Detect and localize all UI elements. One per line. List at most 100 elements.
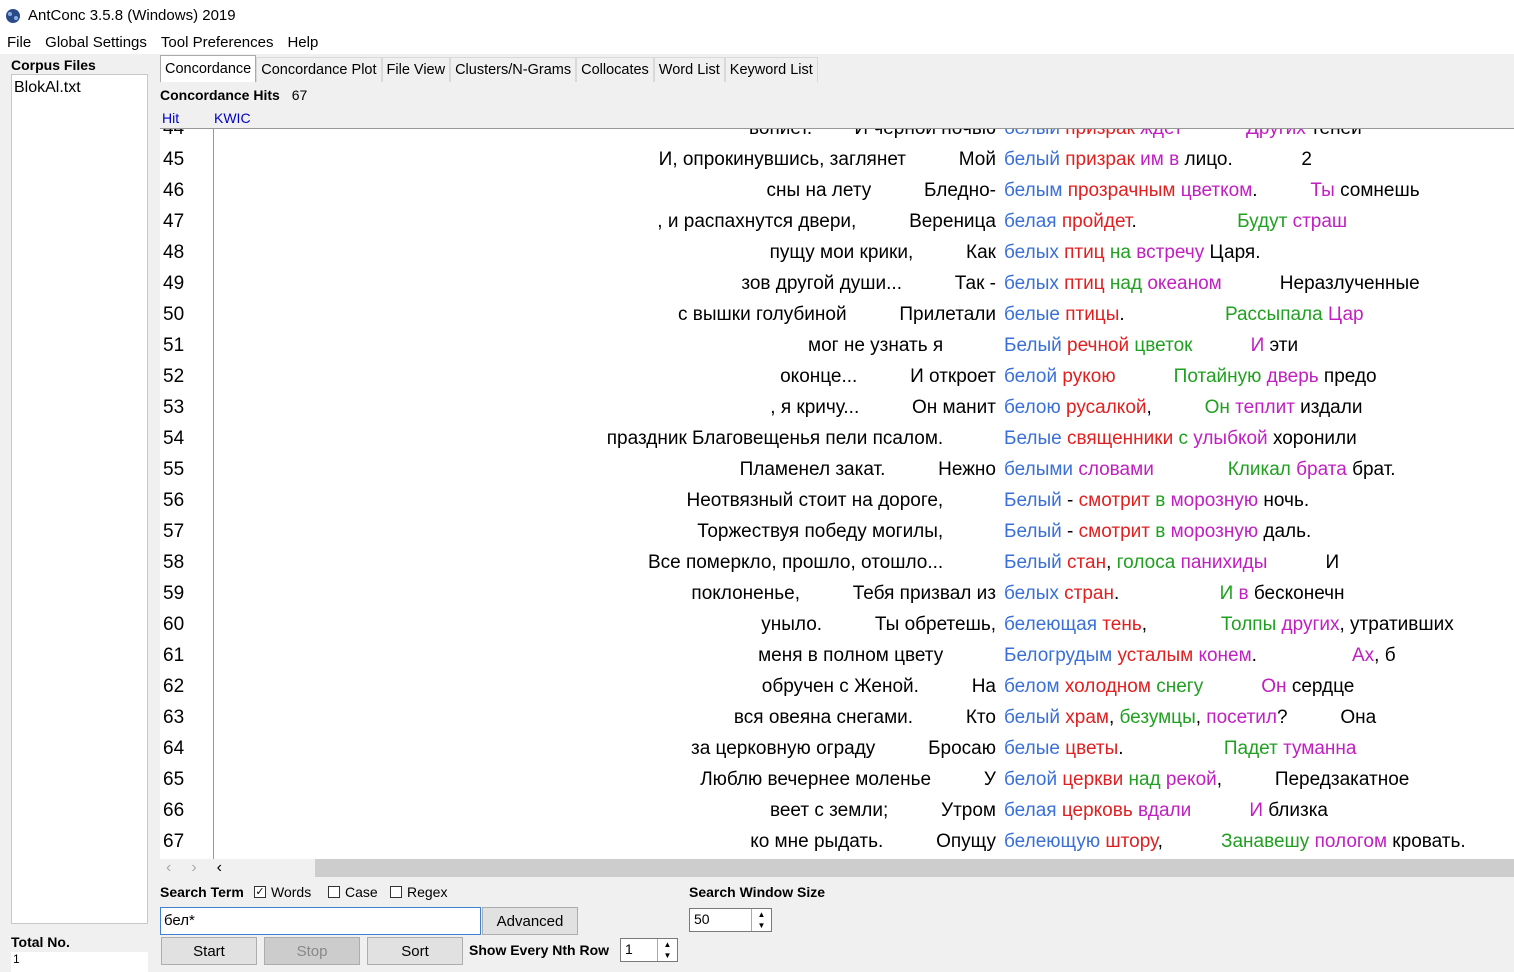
kwic-token: Кликал (1227, 459, 1291, 480)
nth-spinner-arrows[interactable]: ▲ ▼ (657, 939, 677, 961)
kwic-token: теней (1305, 128, 1362, 139)
left-context: с вышки голубиной Прилетали (677, 304, 996, 325)
tab-concordance-plot[interactable]: Concordance Plot (256, 57, 382, 82)
tab-word-list[interactable]: Word List (653, 57, 725, 82)
left-context: оконце... И откроет (780, 366, 996, 387)
case-checkbox-box[interactable] (328, 886, 340, 898)
scrollbar-thumb[interactable] (315, 859, 1514, 877)
menu-file[interactable]: File (7, 33, 32, 51)
kwic-token: эти (1264, 335, 1299, 356)
kwic-token: И (1267, 552, 1340, 573)
kwic-token: . (1131, 211, 1238, 232)
regex-checkbox[interactable]: Regex (390, 884, 447, 900)
kwic-token: пологом (1314, 831, 1388, 852)
kwic-token: Ты (1310, 180, 1335, 201)
advanced-button[interactable]: Advanced (482, 907, 578, 935)
corpus-file-item[interactable]: BlokAl.txt (14, 79, 81, 96)
kwic-token: белых (1004, 242, 1059, 263)
case-checkbox[interactable]: Case (328, 884, 378, 900)
column-header-kwic[interactable]: KWIC (214, 110, 251, 126)
tab-concordance[interactable]: Concordance (160, 55, 257, 82)
column-header-hit[interactable]: Hit (162, 110, 180, 126)
words-checkbox[interactable]: ✓ Words (254, 884, 311, 900)
nth-spin-down-icon[interactable]: ▼ (663, 951, 672, 960)
hit-number: 65 (163, 769, 185, 790)
kwic-token: штору (1105, 831, 1158, 852)
corpus-files-list[interactable]: BlokAl.txt (11, 74, 148, 924)
words-checkbox-box[interactable]: ✓ (254, 886, 266, 898)
kwic-token: над (1128, 769, 1161, 790)
kwic-token: Занавешу (1221, 831, 1310, 852)
search-window-size-spinner[interactable]: 50 ▲ ▼ (689, 908, 772, 932)
tab-collocates[interactable]: Collocates (576, 57, 654, 82)
kwic-token: вдали (1138, 800, 1192, 821)
left-context: за церковную ограду Бросаю (691, 738, 996, 759)
kwic-token: в (1169, 149, 1180, 170)
spinner-arrows[interactable]: ▲ ▼ (751, 909, 771, 931)
words-checkbox-label: Words (271, 884, 312, 900)
scroll-back-icon[interactable]: ‹ (216, 859, 222, 876)
left-context: зов другой души... Так - (741, 273, 996, 294)
spin-up-icon[interactable]: ▲ (757, 910, 766, 919)
title-bar: AntConc 3.5.8 (Windows) 2019 (0, 0, 1514, 30)
scroll-left-icon[interactable]: ‹ (166, 859, 172, 876)
left-context: пущу мои крики, Как (769, 242, 996, 263)
kwic-token: с (1178, 428, 1188, 449)
hit-number-column (160, 129, 214, 859)
kwic-token: , (1157, 831, 1221, 852)
tab-file-view[interactable]: File View (381, 57, 451, 82)
menu-global-settings[interactable]: Global Settings (45, 33, 147, 51)
kwic-token: белые (1004, 304, 1060, 325)
kwic-token: белеющую (1004, 831, 1101, 852)
hit-number: 61 (163, 645, 185, 666)
tab-clusters-ngrams[interactable]: Clusters/N-Grams (450, 57, 577, 82)
regex-checkbox-box[interactable] (390, 886, 402, 898)
spin-down-icon[interactable]: ▼ (757, 921, 766, 930)
menu-help[interactable]: Help (287, 33, 319, 51)
start-button[interactable]: Start (161, 937, 257, 965)
kwic-token: Белогрудым (1004, 645, 1113, 666)
kwic-token: птицы (1065, 304, 1120, 325)
stop-button[interactable]: Stop (264, 937, 360, 965)
search-window-size-label: Search Window Size (689, 884, 826, 900)
hit-number: 66 (163, 800, 185, 821)
horizontal-scrollbar[interactable]: ‹ › ‹ (160, 859, 1514, 877)
tab-keyword-list[interactable]: Keyword List (724, 57, 818, 82)
search-term-input[interactable]: бел* (160, 907, 481, 935)
nth-spin-up-icon[interactable]: ▲ (663, 940, 672, 949)
scroll-right-icon[interactable]: › (191, 859, 197, 876)
kwic-context: белый храм, безумцы, посетил? Она (1004, 707, 1376, 729)
menu-tool-preferences[interactable]: Tool Preferences (160, 33, 274, 51)
kwic-token: Ах (1351, 645, 1375, 666)
hit-number: 47 (163, 211, 185, 232)
kwic-token: смотрит (1078, 490, 1150, 511)
nth-row-spinner[interactable]: 1 ▲ ▼ (620, 938, 678, 962)
sort-button[interactable]: Sort (367, 937, 463, 965)
kwic-token: . (1119, 304, 1225, 325)
